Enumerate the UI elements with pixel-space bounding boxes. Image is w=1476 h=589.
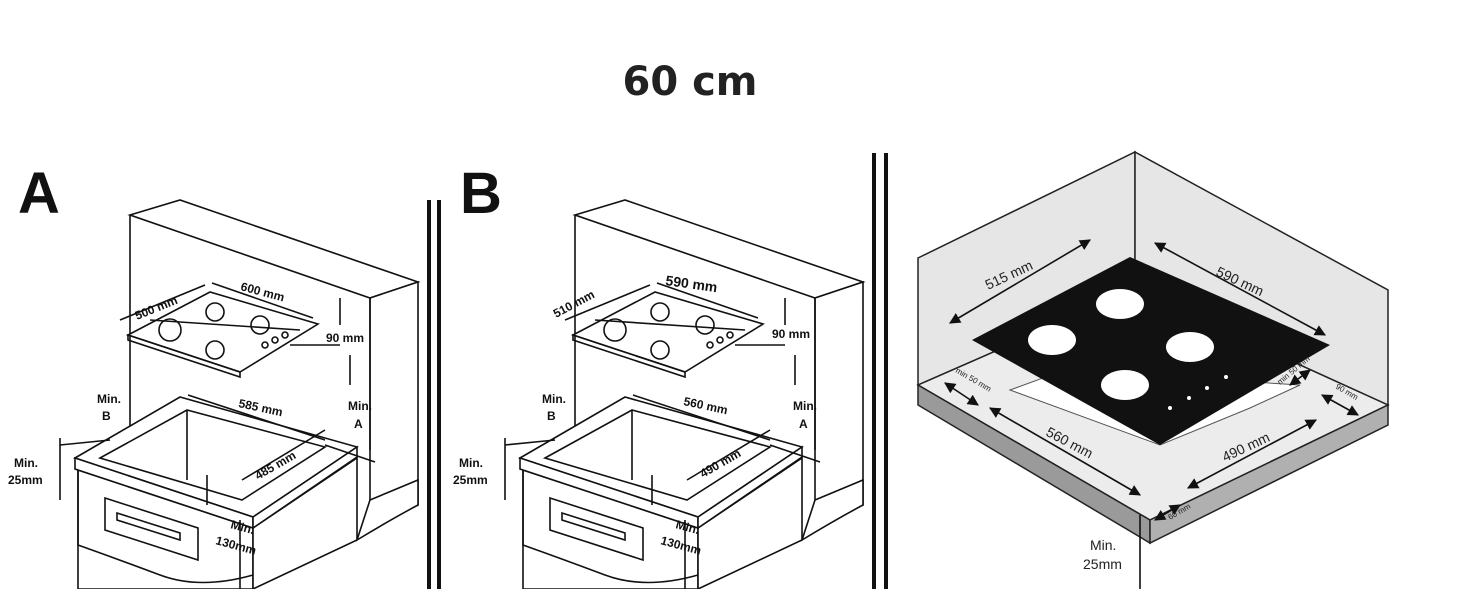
panel-b-letter: B: [460, 161, 502, 226]
min-a-letter: A: [799, 417, 808, 431]
dim-width: 590 mm: [665, 272, 719, 295]
panel-divider: [427, 153, 888, 589]
min-a-label: Min.: [348, 399, 372, 413]
min-25-label: Min.: [1090, 537, 1116, 553]
panel-b: B 510 mm 590 mm 90 mm 560 mm 490 mm Min.…: [453, 161, 864, 589]
panel-a-letter: A: [18, 161, 60, 226]
min-130-label: Min.: [674, 517, 701, 537]
min-25-value: 25mm: [453, 473, 488, 487]
min-25-value: 25mm: [8, 473, 43, 487]
panel-c: 515 mm 590 mm min 50 mm min 50 mm 90 mm …: [916, 150, 1390, 589]
page-title: 60 cm: [623, 59, 758, 105]
min-a-label: Min.: [793, 399, 817, 413]
dim-clearance: 90 mm: [326, 331, 364, 345]
min-b-letter: B: [102, 409, 111, 423]
min-25-label: Min.: [459, 456, 483, 470]
dim-clearance: 90 mm: [772, 327, 810, 341]
min-25-label: Min.: [14, 456, 38, 470]
min-a-letter: A: [354, 417, 363, 431]
min-b-letter: B: [547, 409, 556, 423]
min-b-label: Min.: [97, 392, 121, 406]
min-130-label: Min.: [229, 517, 256, 537]
panel-a: A 500 mm 600 mm 90 mm 585 mm 485 mm Min.…: [8, 161, 419, 589]
min-25-value: 25mm: [1083, 556, 1122, 572]
min-b-label: Min.: [542, 392, 566, 406]
